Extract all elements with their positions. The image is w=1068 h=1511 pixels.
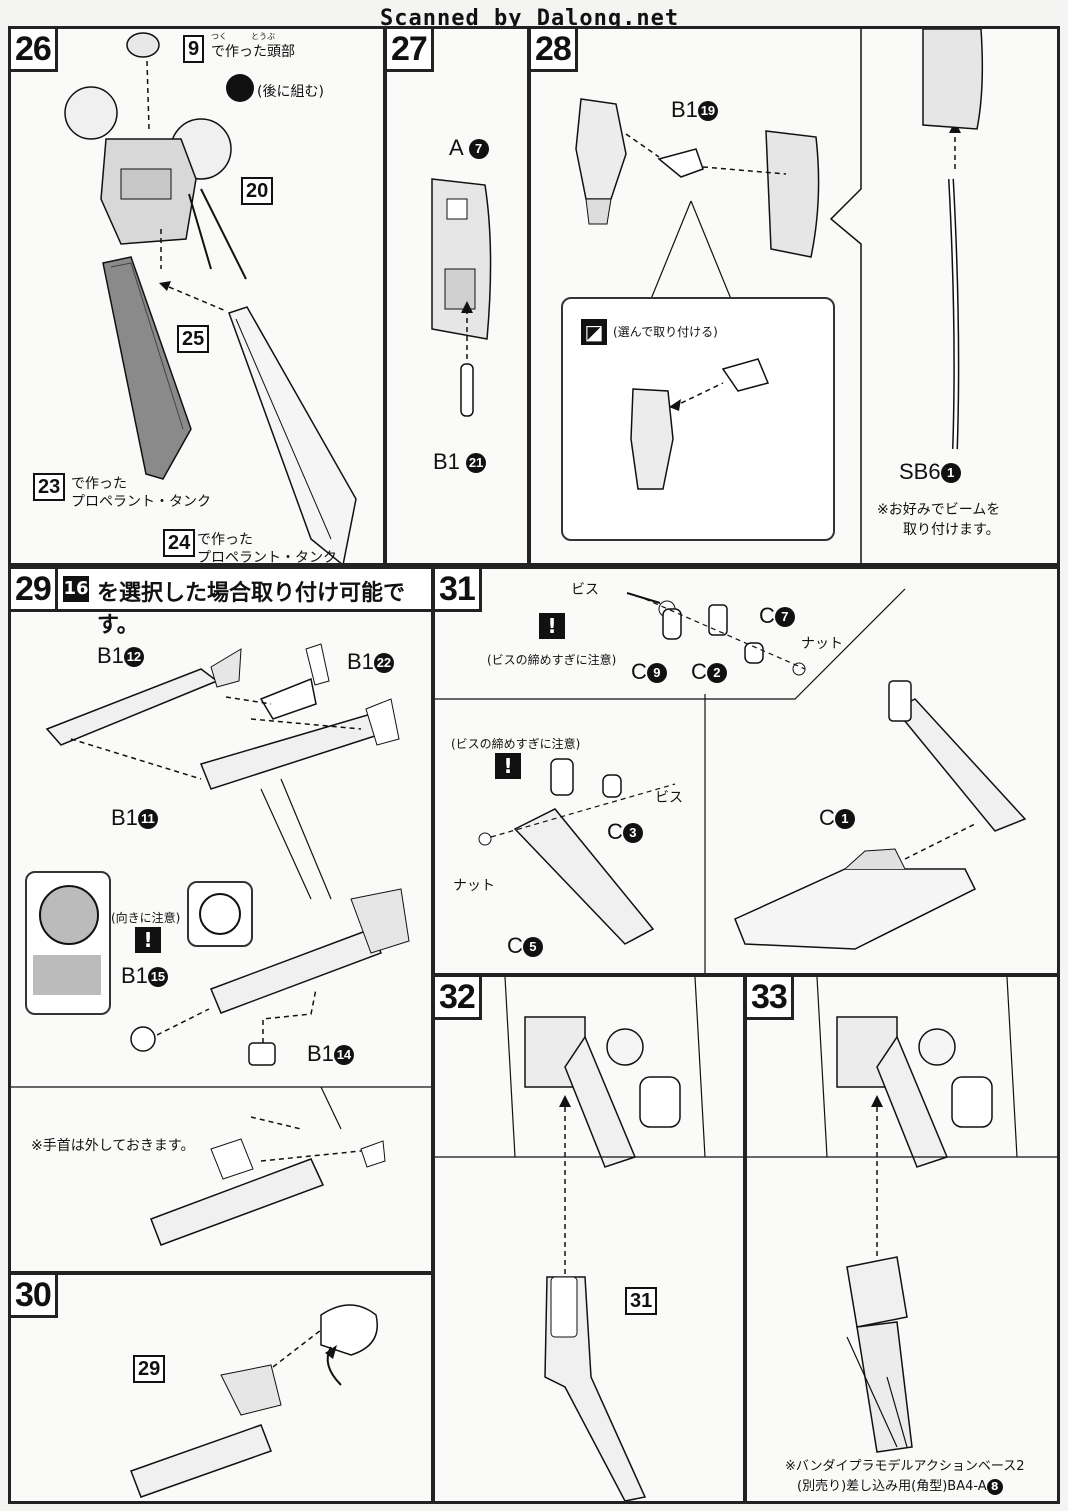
step-33-illustration: [747, 977, 1057, 1453]
nut-label-1: ナット: [801, 636, 843, 652]
actionbase-note-line1: ※バンダイプラモデルアクションベース2: [785, 1459, 1025, 1474]
head-ruby: つく とうぶ: [211, 32, 275, 41]
choose-text: (選んで取り付ける): [613, 325, 718, 339]
step-31-illustration: [435, 588, 1027, 973]
barrel-end-circle: [199, 893, 241, 935]
orientation-side-view: [33, 955, 101, 995]
step-number: 31: [435, 569, 482, 612]
step-number: 30: [11, 1275, 58, 1318]
ref23-text2: プロペラント・タンク: [71, 494, 211, 510]
orientation-inset: [25, 871, 111, 1015]
step-32-illustration: [435, 977, 743, 1501]
step-number: 32: [435, 977, 482, 1020]
step-30-illustration: [130, 1304, 378, 1498]
step-number: 33: [747, 977, 794, 1020]
ref-box-31: 31: [625, 1287, 658, 1315]
wrist-note: ※手首は外しておきます。: [31, 1138, 195, 1154]
step-number: 27: [387, 29, 434, 72]
step-32-panel: 32 31: [432, 974, 746, 1504]
screw-caution-icon-1: !: [539, 613, 565, 639]
step-29-titlebar: 29 16 を選択した場合取り付け可能です。: [11, 569, 431, 638]
choose-icon: ◪: [581, 319, 607, 345]
step-33-panel: 33 ※バンダイプラモデルアクションベース2 (別売り)差し込み用(角型)BA4…: [744, 974, 1060, 1504]
step-29-title: を選択した場合取り付け可能です。: [97, 581, 406, 638]
step-29-panel: 29 16 を選択した場合取り付け可能です。: [8, 566, 434, 1274]
ref-box-9: 9: [183, 35, 205, 63]
step-26-illustration: [64, 32, 357, 563]
step-28-illustration: [575, 29, 984, 563]
caution-text-1: (ビスの締めすぎに注意): [487, 653, 617, 667]
step-number: 28: [531, 29, 578, 72]
orient-text: (向きに注意): [111, 911, 181, 925]
step-27-illustration: [431, 178, 492, 417]
vis-label-1: ビス: [571, 582, 599, 598]
step-number: 29: [11, 569, 58, 612]
head-text: で作った頭部: [211, 44, 295, 60]
ref24-text1: で作った: [197, 532, 253, 548]
label-a7: A 7: [449, 135, 489, 161]
step-26-panel: 26 9 つく とうぶ で作った頭部 (後に組む) 20 25 23 で作った …: [8, 26, 386, 566]
step-number: 26: [11, 29, 58, 72]
screw-caution-icon-2: !: [495, 753, 521, 779]
vis-label-2: ビス: [655, 790, 683, 806]
step-29-illustration: [11, 643, 431, 1246]
ref-box-29: 29: [133, 1355, 166, 1383]
ref-box-20: 20: [241, 177, 274, 205]
later-icon: [226, 74, 254, 102]
sb6-note-line1: ※お好みでビームを: [877, 502, 1001, 518]
later-text: (後に組む): [257, 84, 324, 100]
step-27-panel: 27 A 7 B1 21: [384, 26, 530, 566]
title-ref-16: 16: [63, 576, 89, 602]
step-30-panel: 30 29: [8, 1272, 434, 1504]
ref-box-23: 23: [33, 473, 66, 501]
caution-text-2: (ビスの締めすぎに注意): [451, 737, 581, 751]
ref23-text1: で作った: [71, 476, 127, 492]
nut-label-2: ナット: [453, 878, 495, 894]
ref-box-25: 25: [177, 325, 210, 353]
barrel-end-inset: [187, 881, 253, 947]
caution-icon: !: [135, 927, 161, 953]
sb6-note-line2: 取り付けます。: [903, 522, 1000, 538]
ref-box-24: 24: [163, 529, 196, 557]
label-b1-21: B1 21: [433, 449, 487, 475]
ref24-text2: プロペラント・タンク: [197, 550, 337, 566]
choose-inset: ◪ (選んで取り付ける): [561, 297, 835, 541]
orientation-top-view: [39, 885, 99, 945]
choose-inset-illustration: [630, 358, 770, 490]
